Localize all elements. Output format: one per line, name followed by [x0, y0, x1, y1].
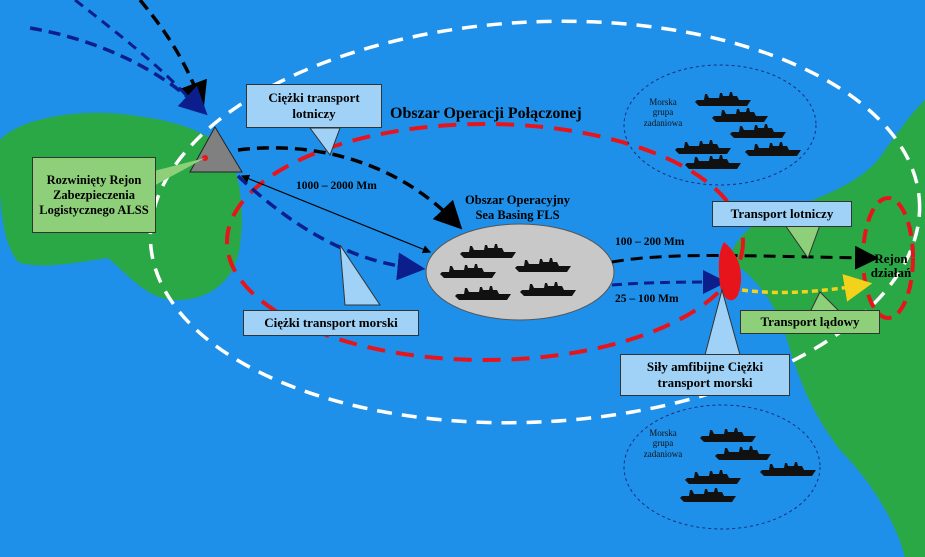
sea-basing-area-outline	[225, 122, 745, 362]
fls-to-coast-air-arrow	[611, 245, 879, 270]
ship-silhouette-icon	[695, 92, 751, 106]
ship-silhouette-icon	[712, 108, 768, 122]
ship-silhouette-icon	[715, 446, 771, 460]
fls-to-coast-sea-arrow	[611, 270, 727, 295]
distance-label-3: 25 – 100 Mm	[615, 293, 679, 305]
ship-silhouette-icon	[760, 462, 816, 476]
sea-heavy-callout: Ciężki transport morski	[243, 310, 419, 336]
distance-label-2: 100 – 200 Mm	[615, 236, 685, 248]
air-transport-callout: Transport lotniczy	[712, 201, 852, 227]
sea-heavy-label: Ciężki transport morski	[264, 315, 398, 331]
alss-callout: Rozwinięty Rejon Zabezpieczenia Logistyc…	[32, 157, 156, 233]
fls-label: Obszar Operacyjny Sea Basing FLS	[465, 193, 570, 222]
ship-silhouette-icon	[680, 488, 736, 502]
ship-silhouette-icon	[685, 470, 741, 484]
distance-label-1: 1000 – 2000 Mm	[296, 180, 377, 192]
incoming-sea-arrow	[29, 26, 208, 116]
joint-operations-area-outline	[148, 19, 922, 425]
incoming-sea-arrow-2	[74, 0, 197, 106]
air-heavy-callout-pointer	[309, 127, 341, 157]
triangle-base-icon	[189, 126, 243, 173]
distance-line-1000-2000	[240, 174, 432, 254]
land-transport-arrow	[741, 274, 873, 302]
task-group-top-label: Morska grupa zadaniowa	[643, 97, 683, 128]
landing-point-icon	[718, 242, 742, 301]
amphibious-label: Siły amfibijne Ciężki transport morski	[646, 359, 764, 390]
ship-silhouette-icon	[730, 124, 786, 138]
action-area-label: Rejon działań	[870, 251, 912, 281]
air-transport-label: Transport lotniczy	[730, 206, 834, 222]
joint-operations-title: Obszar Operacji Połączonej	[390, 105, 582, 122]
task-group-top-outline	[623, 64, 817, 186]
task-group-bottom-label: Morska grupa zadaniowa	[643, 428, 683, 459]
ship-silhouette-icon	[685, 155, 741, 169]
ship-silhouette-icon	[745, 142, 801, 156]
ship-silhouette-icon	[675, 140, 731, 154]
ship-silhouette-icon	[700, 428, 756, 442]
land-transport-label: Transport lądowy	[760, 314, 860, 330]
land-transport-callout: Transport lądowy	[740, 310, 880, 334]
air-heavy-label: Ciężki transport lotniczy	[268, 90, 360, 121]
heavy-air-transport-arrow	[237, 146, 463, 230]
task-group-bottom-outline	[623, 404, 821, 530]
alss-callout-pointer	[150, 158, 205, 188]
alss-label: Rozwinięty Rejon Zabezpieczenia Logistyc…	[39, 172, 149, 217]
air-heavy-callout: Ciężki transport lotniczy	[246, 84, 382, 128]
sea-heavy-callout-pointer	[339, 244, 381, 306]
amphibious-callout: Siły amfibijne Ciężki transport morski	[620, 354, 790, 396]
